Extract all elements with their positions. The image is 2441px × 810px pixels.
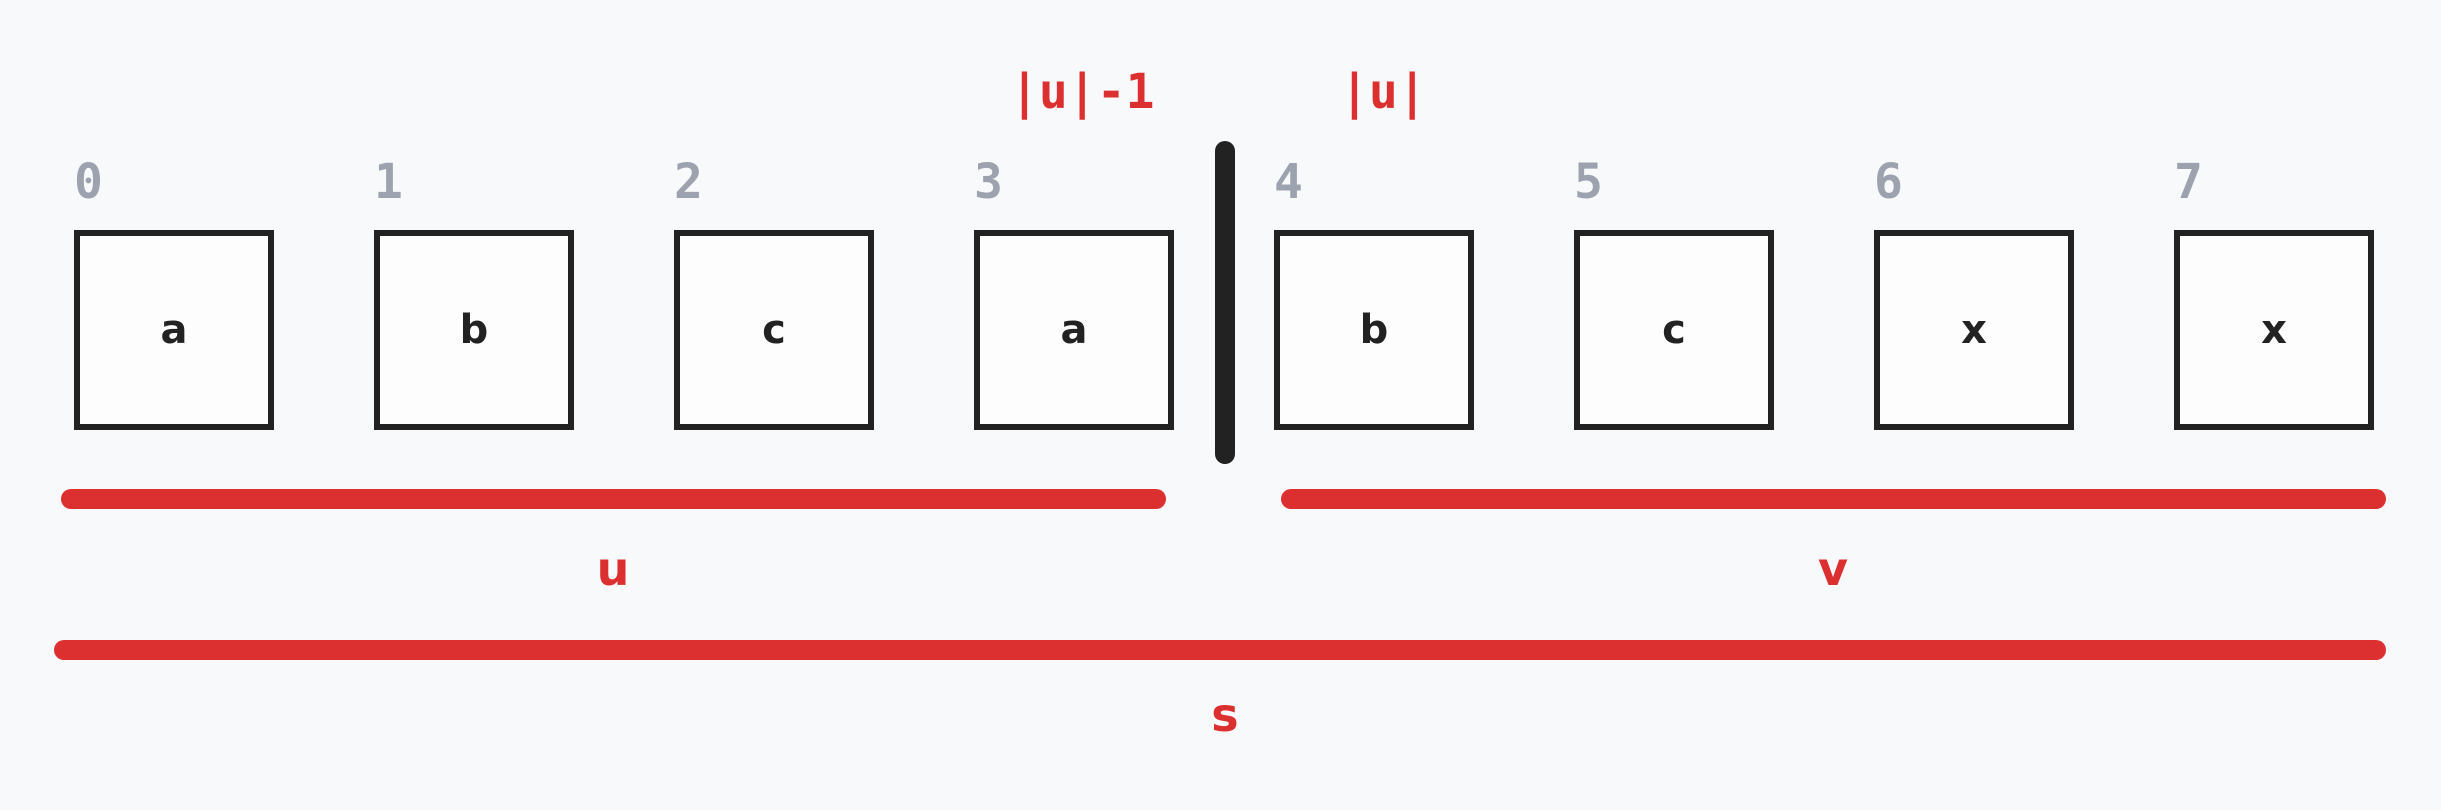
array-cell-3: a	[974, 230, 1174, 430]
marker-last-of-u: |u|-1	[1010, 64, 1155, 120]
array-cell-5: c	[1574, 230, 1774, 430]
array-cell-0: a	[74, 230, 274, 430]
index-label-6: 6	[1874, 154, 1903, 210]
segment-label-v: v	[1818, 542, 1848, 596]
segment-bar-v	[1281, 489, 2386, 509]
index-label-4: 4	[1274, 154, 1303, 210]
segment-label-u: u	[596, 542, 630, 596]
index-label-1: 1	[374, 154, 403, 210]
cell-character: c	[762, 307, 786, 353]
index-label-5: 5	[1574, 154, 1603, 210]
segment-label-s: s	[1211, 688, 1239, 742]
marker-length-of-u: |u|	[1340, 64, 1427, 120]
cell-character: a	[1060, 307, 1088, 353]
array-cell-7: x	[2174, 230, 2374, 430]
segment-bar-u	[61, 489, 1166, 509]
cell-character: c	[1662, 307, 1686, 353]
array-cell-1: b	[374, 230, 574, 430]
cell-character: x	[2261, 307, 2287, 353]
cell-character: x	[1961, 307, 1987, 353]
cell-character: b	[459, 307, 489, 353]
index-label-3: 3	[974, 154, 1003, 210]
index-label-7: 7	[2174, 154, 2203, 210]
array-cell-6: x	[1874, 230, 2074, 430]
index-label-2: 2	[674, 154, 703, 210]
segment-bar-s	[54, 640, 2386, 660]
split-divider	[1215, 141, 1235, 464]
array-cell-4: b	[1274, 230, 1474, 430]
cell-character: b	[1359, 307, 1389, 353]
index-label-0: 0	[74, 154, 103, 210]
cell-character: a	[160, 307, 188, 353]
array-cell-2: c	[674, 230, 874, 430]
